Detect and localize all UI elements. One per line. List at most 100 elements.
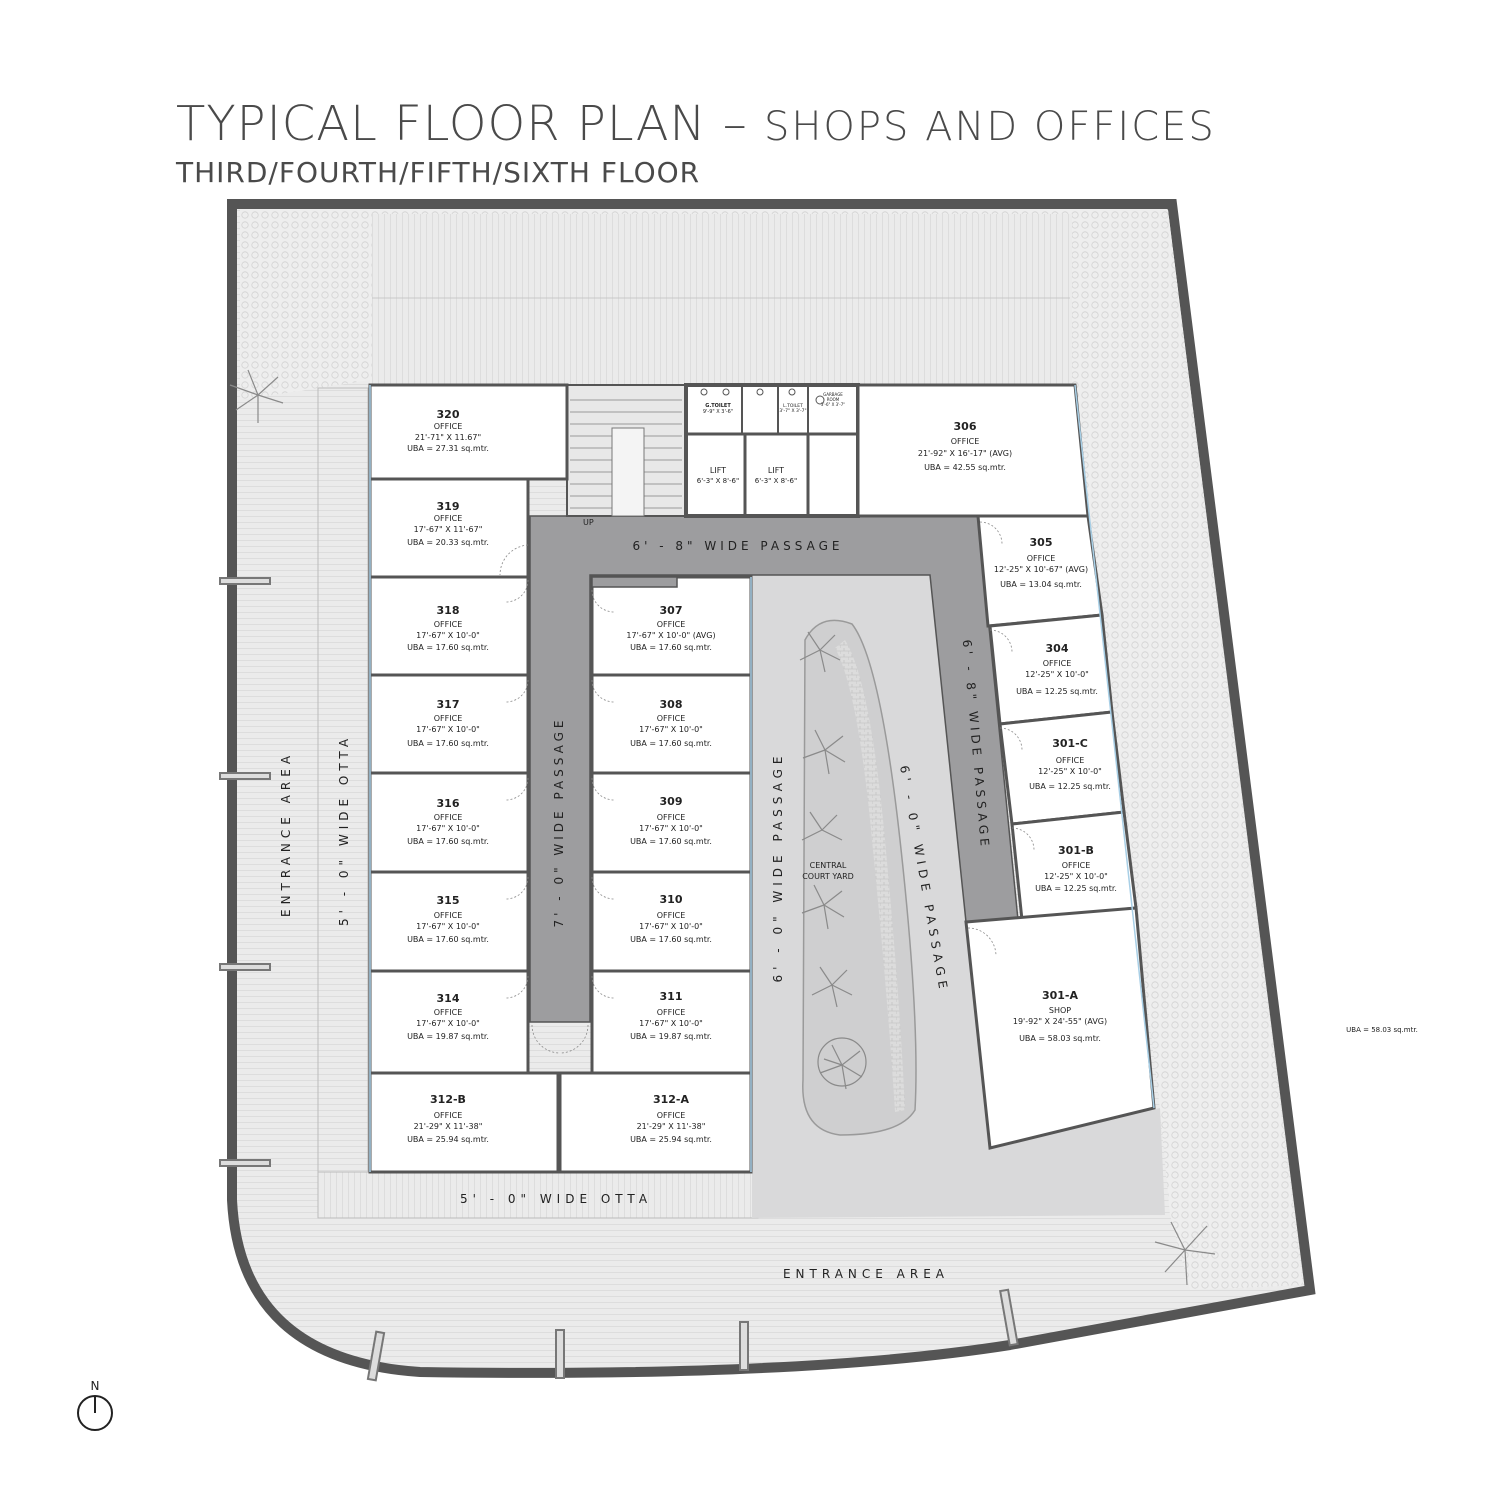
unit-316-type: OFFICE [434,813,463,822]
court-yard-label-1: CENTRAL [810,861,847,870]
unit-317-size: 17'-67" X 10'-0" [416,725,480,734]
unit-315-room [368,870,530,973]
unit-301-b[interactable]: 301-B OFFICE 12'-25" X 10'-0" UBA = 12.2… [1035,844,1117,893]
unit-318-type: OFFICE [434,620,463,629]
unit-308[interactable]: 308 OFFICE 17'-67" X 10'-0" UBA = 17.60 … [630,698,712,748]
unit-307-id: 307 [660,604,683,617]
unit-301b-uba: UBA = 12.25 sq.mtr. [1035,884,1117,893]
garbage-label-2: ROOM [827,397,840,402]
unit-307-uba: UBA = 17.60 sq.mtr. [630,643,712,652]
unit-311-size: 17'-67" X 10'-0" [639,1019,703,1028]
unit-310-id: 310 [660,893,683,906]
palm-tree-icon [229,369,1216,1286]
unit-319-uba: UBA = 20.33 sq.mtr. [407,538,489,547]
unit-314[interactable]: 314 OFFICE 17'-67" X 10'-0" UBA = 19.87 … [407,992,489,1041]
deck-top-strip [372,214,1072,384]
unit-320-room [368,383,569,481]
unit-309-room [590,771,753,874]
unit-301-a[interactable]: 301-A SHOP 19'-92" X 24'-55" (AVG) UBA =… [1013,989,1107,1043]
unit-304-size: 12'-25" X 10'-0" [1025,670,1089,679]
unit-304[interactable]: 304 OFFICE 12'-25" X 10'-0" UBA = 12.25 … [1016,642,1098,696]
unit-308-id: 308 [660,698,683,711]
unit-316-uba: UBA = 17.60 sq.mtr. [407,837,489,846]
unit-319-type: OFFICE [434,514,463,523]
unit-311[interactable]: 311 OFFICE 17'-67" X 10'-0" UBA = 19.87 … [630,990,712,1041]
lift-2-size: 6'-3" X 8'-6" [755,477,797,485]
unit-316-size: 17'-67" X 10'-0" [416,824,480,833]
lift-1-size: 6'-3" X 8'-6" [697,477,739,485]
unit-305[interactable]: 305 OFFICE 12'-25" X 10'-67" (AVG) UBA =… [994,536,1088,589]
unit-312b-uba: UBA = 25.94 sq.mtr. [407,1135,489,1144]
unit-314-type: OFFICE [434,1008,463,1017]
unit-304-type: OFFICE [1043,659,1072,668]
unit-312b-room [368,1071,560,1174]
unit-320-size: 21'-71" X 11.67" [415,433,481,442]
unit-306-size: 21'-92" X 16'-17" (AVG) [918,449,1012,458]
unit-316[interactable]: 316 OFFICE 17'-67" X 10'-0" UBA = 17.60 … [407,797,489,846]
unit-301c-uba: UBA = 12.25 sq.mtr. [1029,782,1111,791]
hex-paving-right [1075,210,1303,1290]
lift-1-label: LIFT [710,466,726,475]
unit-304-uba: UBA = 12.25 sq.mtr. [1016,687,1098,696]
unit-314-uba: UBA = 19.87 sq.mtr. [407,1032,489,1041]
entrance-left-label: ENTRANCE AREA [279,751,293,917]
otta-left-label: 5' - 0" WIDE OTTA [337,734,351,926]
passage-center-left-label: 6' - 0" WIDE PASSAGE [771,752,785,983]
garbage-label: GARBAGE [823,392,843,397]
unit-318-size: 17'-67" X 10'-0" [416,631,480,640]
g-toilet-size: 9'-9" X 3'-6" [703,409,733,415]
unit-308-type: OFFICE [657,714,686,723]
unit-308-size: 17'-67" X 10'-0" [639,725,703,734]
unit-316-id: 316 [437,797,460,810]
unit-306[interactable]: 306 OFFICE 21'-92" X 16'-17" (AVG) UBA =… [918,420,1012,472]
unit-310[interactable]: 310 OFFICE 17'-67" X 10'-0" UBA = 17.60 … [630,893,712,944]
unit-307-size: 17'-67" X 10'-0" (AVG) [626,631,715,640]
plan-title: TYPICAL FLOOR PLAN – SHOPS AND OFFICES [176,96,1216,152]
unit-306-uba: UBA = 42.55 sq.mtr. [924,463,1006,472]
unit-314-id: 314 [437,992,460,1005]
court-yard-label-2: COURT YARD [802,872,854,881]
unit-312-b[interactable]: 312-B OFFICE 21'-29" X 11'-38" UBA = 25.… [407,1093,489,1144]
unit-305-id: 305 [1030,536,1053,549]
plan-subtitle: THIRD/FOURTH/FIFTH/SIXTH FLOOR [176,156,701,189]
unit-305-uba: UBA = 13.04 sq.mtr. [1000,580,1082,589]
unit-310-type: OFFICE [657,911,686,920]
unit-311-id: 311 [660,990,683,1003]
lift-2-label: LIFT [768,466,784,475]
unit-305-size: 12'-25" X 10'-67" (AVG) [994,565,1088,574]
otta-bottom [317,1171,759,1219]
unit-319[interactable]: 319 OFFICE 17'-67" X 11'-67" UBA = 20.33… [407,500,489,547]
unit-312b-size: 21'-29" X 11'-38" [414,1122,483,1131]
unit-301b-id: 301-B [1058,844,1094,857]
unit-301c-id: 301-C [1052,737,1088,750]
unit-305-type: OFFICE [1027,554,1056,563]
unit-309-id: 309 [660,795,683,808]
unit-312-a[interactable]: 312-A OFFICE 21'-29" X 11'-38" UBA = 25.… [630,1093,712,1144]
stray-uba-label: UBA = 58.03 sq.mtr. [1346,1026,1418,1034]
unit-317-type: OFFICE [434,714,463,723]
unit-320[interactable]: 320 OFFICE 21'-71" X 11.67" UBA = 27.31 … [407,408,489,453]
unit-320-type: OFFICE [434,422,463,431]
railing-posts [219,577,1019,1382]
unit-314-size: 17'-67" X 10'-0" [416,1019,480,1028]
unit-317[interactable]: 317 OFFICE 17'-67" X 10'-0" UBA = 17.60 … [407,698,489,748]
unit-309[interactable]: 309 OFFICE 17'-67" X 10'-0" UBA = 17.60 … [630,795,712,846]
unit-318-uba: UBA = 17.60 sq.mtr. [407,643,489,652]
unit-308-uba: UBA = 17.60 sq.mtr. [630,739,712,748]
north-label: N [91,1379,100,1393]
unit-320-uba: UBA = 27.31 sq.mtr. [407,444,489,453]
unit-307[interactable]: 307 OFFICE 17'-67" X 10'-0" (AVG) UBA = … [626,604,715,652]
unit-315-id: 315 [437,894,460,907]
unit-306-type: OFFICE [951,437,980,446]
units [368,383,1156,1174]
unit-309-size: 17'-67" X 10'-0" [639,824,703,833]
unit-319-size: 17'-67" X 11'-67" [414,525,483,534]
unit-318[interactable]: 318 OFFICE 17'-67" X 10'-0" UBA = 17.60 … [407,604,489,652]
unit-315[interactable]: 315 OFFICE 17'-67" X 10'-0" UBA = 17.60 … [407,894,489,944]
unit-301-c[interactable]: 301-C OFFICE 12'-25" X 10'-0" UBA = 12.2… [1029,737,1111,791]
unit-301a-type: SHOP [1049,1006,1071,1015]
unit-301b-size: 12'-25" X 10'-0" [1044,872,1108,881]
unit-320-id: 320 [437,408,460,421]
unit-312a-id: 312-A [653,1093,690,1106]
north-arrow-icon [77,1395,113,1431]
